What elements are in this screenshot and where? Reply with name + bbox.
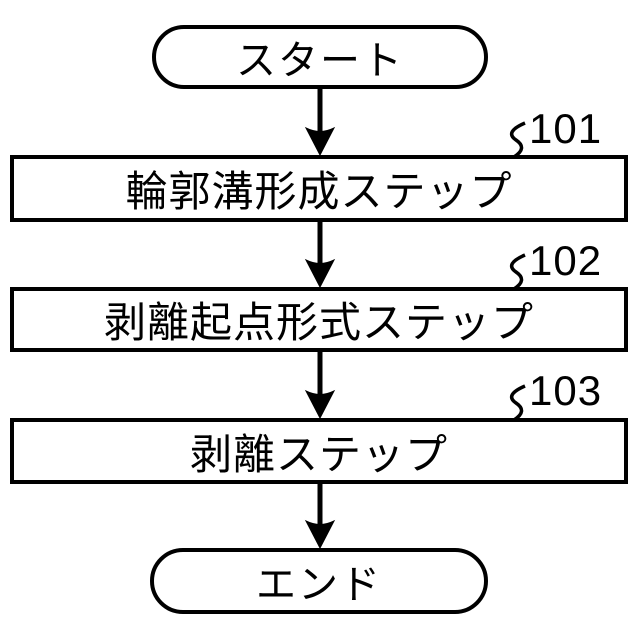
process-box-contour-groove-forming-step: 輪郭溝形成ステップ <box>10 155 628 222</box>
arrow-step2-to-step3 <box>304 351 336 420</box>
arrow-start-to-step1 <box>304 88 336 157</box>
start-terminal: スタート <box>152 25 488 89</box>
process-box-peeling-step: 剥離ステップ <box>10 418 628 484</box>
ref-leader-102 <box>509 253 526 291</box>
process-box-peel-origin-forming-step: 剥離起点形式ステップ <box>10 287 628 352</box>
end-terminal: エンド <box>150 548 488 614</box>
reference-number-102: 102 <box>529 237 603 284</box>
ref-leader-101 <box>509 121 526 159</box>
arrow-step1-to-step2 <box>304 221 336 289</box>
ref-leader-103 <box>509 384 526 422</box>
reference-number-103: 103 <box>529 367 603 414</box>
arrow-step3-to-end <box>304 483 336 550</box>
reference-number-101: 101 <box>529 105 603 152</box>
